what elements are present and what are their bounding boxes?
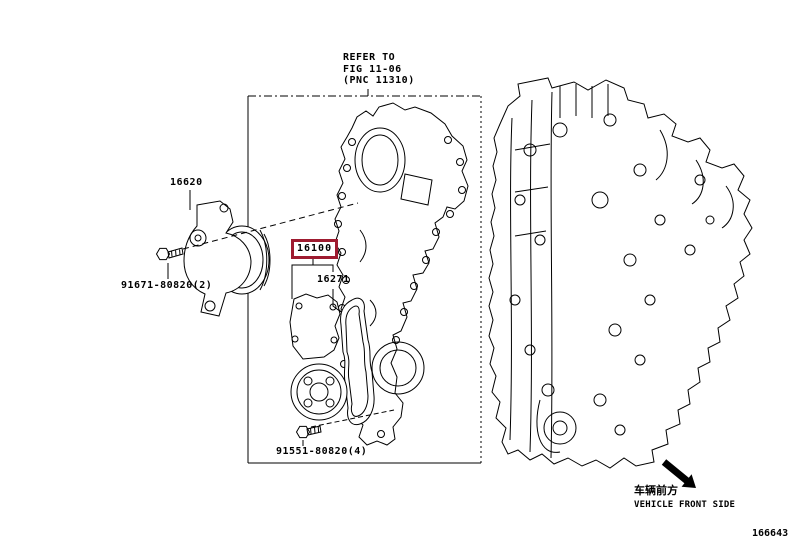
assembly-axis-dashed [182,202,359,250]
water-pump-art [289,293,348,421]
engine-block-art [488,77,753,469]
part-label-16100-box[interactable]: 16100 [291,239,339,259]
tensioner-bolt-art [155,247,184,261]
pump-bolt-art [295,425,322,439]
tensioner-art [155,200,271,317]
leader-16271 [332,289,342,313]
part-label-91551-80820[interactable]: 91551-80820(4) [276,446,368,457]
part-label-91671-80820[interactable]: 91671-80820(2) [121,280,213,291]
figure-number: 166643 [752,528,789,539]
vehicle-front-label-cn: 车辆前方 [634,484,678,497]
refer-note-line1: REFER TO [343,52,396,63]
refer-note-line2: FIG 11-06 [343,63,402,75]
leader-16100-bracket [291,264,334,299]
part-label-16100: 16100 [297,243,333,254]
leader-lines [167,190,395,446]
gasket-art [340,297,375,426]
bolt-axis-dashed [310,409,395,428]
part-label-16271[interactable]: 16271 [317,274,350,285]
vehicle-front-arrow-icon [661,459,696,488]
vehicle-front-label-en: VEHICLE FRONT SIDE [634,500,736,510]
part-label-16620[interactable]: 16620 [170,177,203,188]
refer-note: REFER TO FIG 11-06 (PNC 11310) [343,52,415,87]
refer-note-line3: (PNC 11310) [343,75,415,86]
